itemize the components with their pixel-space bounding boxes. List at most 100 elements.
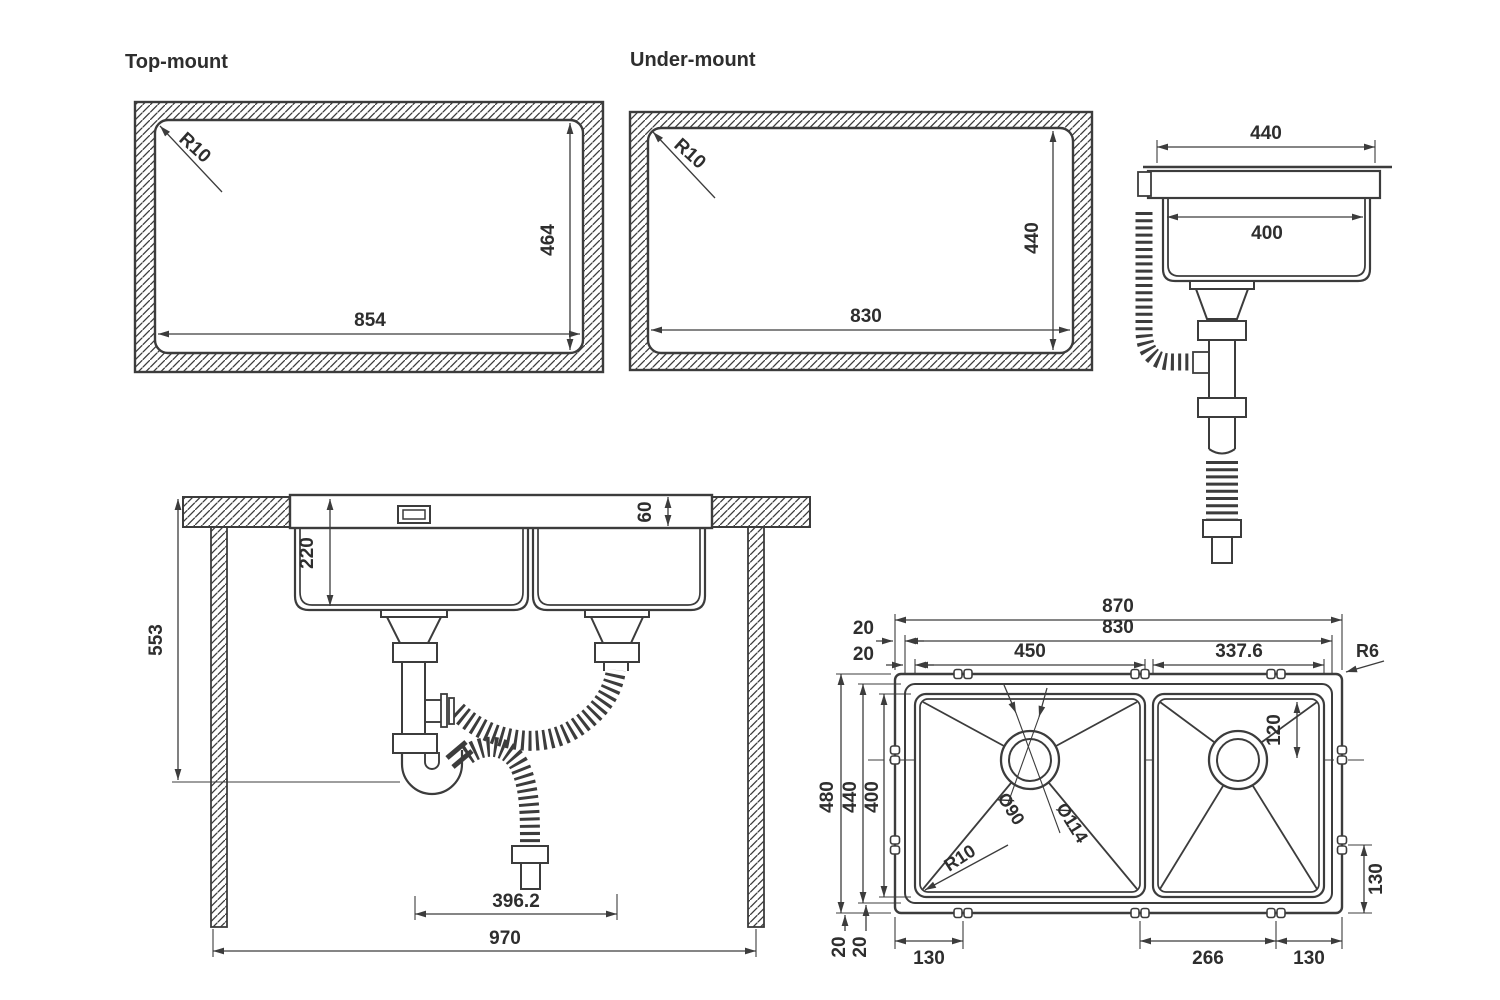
- section-right-bowl-hose: [450, 668, 626, 751]
- side-drain-collar-lower: [1197, 397, 1247, 418]
- plan-side-clip-dim: 130: [1366, 863, 1387, 895]
- topmount-view: Top-mount R10 464 854: [125, 51, 605, 374]
- topmount-height-dim: 464: [538, 224, 559, 256]
- plan-drain-offset-dim: 120: [1264, 714, 1285, 746]
- section-right-flange: [584, 609, 650, 618]
- side-overflow-fitting: [1137, 171, 1152, 197]
- plan-r6-leader: [1345, 660, 1385, 673]
- section-trap-outlet-flange-a: [445, 740, 468, 760]
- topmount-width-dim: 854: [354, 310, 386, 331]
- section-left-funnel: [386, 616, 442, 644]
- plan-flange-dia-leader: [1015, 712, 1061, 834]
- side-outlet-nut: [1202, 519, 1242, 538]
- section-rim: [288, 493, 714, 530]
- undermount-view: Under-mount R10 440 830: [628, 49, 1094, 372]
- undermount-radius-label: R10: [670, 134, 710, 173]
- side-drain-collar-upper: [1197, 320, 1247, 341]
- side-drain-flange: [1189, 280, 1255, 290]
- section-wall-left-hatch: [211, 527, 227, 927]
- section-outlet-hose: [461, 736, 540, 847]
- section-trap-outlet-flange-b: [451, 749, 474, 769]
- plan-clip-right-dim: 130: [1293, 948, 1325, 969]
- plan-right-bowl-diagonals: [1159, 701, 1318, 890]
- section-tee-flange-b: [448, 697, 455, 725]
- plan-rim-offset-b-dim: 20: [829, 936, 850, 957]
- plan-rim-inner: [904, 683, 1333, 904]
- side-drain-pipe-cap: [1208, 448, 1236, 455]
- plan-body-d-dim: 440: [840, 781, 861, 813]
- plan-left-bowl-dim: 450: [1014, 641, 1046, 662]
- section-right-collar: [594, 642, 640, 663]
- section-wall-right-hatch: [748, 527, 764, 927]
- plan-bowl-d-dim: 400: [862, 781, 883, 813]
- plan-rim-offset-dim: 20: [853, 618, 874, 639]
- section-bowl-depth-dim: 220: [297, 537, 318, 569]
- plan-drain-dia-leader: [1006, 716, 1040, 807]
- plan-view: 870 830 450 337.6 20 20 R6: [817, 596, 1387, 969]
- section-cab-dim: 970: [489, 928, 521, 949]
- side-drain-funnel: [1195, 288, 1249, 320]
- plan-body-w-dim: 830: [1102, 617, 1134, 638]
- plan-bowl-offset-dim: 20: [853, 644, 874, 665]
- section-left-collar-lower: [392, 733, 438, 754]
- section-overflow-slot-inner: [402, 509, 426, 520]
- undermount-height-dim: 440: [1022, 222, 1043, 254]
- side-overflow-connector: [1192, 351, 1210, 374]
- plan-left-drain-hole: [1008, 738, 1052, 782]
- section-outlet-pipe: [520, 862, 541, 890]
- undermount-cutout-opening: [646, 126, 1075, 355]
- plan-overall-w-dim: 870: [1102, 596, 1134, 617]
- side-bowl-dim: 400: [1251, 223, 1283, 244]
- topmount-radius-leader: [159, 125, 223, 193]
- section-rim-dim: 60: [635, 501, 656, 522]
- side-outlet-pipe: [1211, 536, 1233, 564]
- plan-flange-dia-arrow: [1003, 684, 1017, 714]
- side-bowl-inner: [1167, 198, 1366, 277]
- side-overall-dim: 440: [1250, 123, 1282, 144]
- section-right-funnel: [590, 616, 644, 644]
- topmount-title: Top-mount: [125, 51, 228, 73]
- section-left-bowl-inner: [299, 528, 524, 606]
- section-counter-left-hatch: [183, 497, 290, 527]
- section-outlet-nut: [511, 845, 549, 864]
- undermount-title: Under-mount: [630, 49, 756, 71]
- undermount-width-dim: 830: [850, 306, 882, 327]
- plan-right-bowl-inner: [1157, 698, 1320, 893]
- plan-left-bowl-diagonals: [922, 701, 1138, 890]
- plan-right-drain-hole: [1216, 738, 1260, 782]
- plan-clip-spacing-dim: 266: [1192, 948, 1224, 969]
- undermount-radius-leader: [652, 131, 716, 199]
- plan-drain-dia-arrow: [1038, 687, 1048, 718]
- section-left-flange: [380, 609, 448, 618]
- section-depth-dim: 553: [146, 624, 167, 656]
- side-bowl-outer: [1161, 198, 1372, 283]
- plan-right-bowl-outer: [1151, 692, 1326, 899]
- plan-r6-label: R6: [1356, 641, 1379, 661]
- section-trap-outer: [400, 750, 464, 796]
- side-rim: [1146, 169, 1382, 200]
- topmount-frame-outer: [133, 100, 605, 374]
- side-view: 440 400: [1135, 123, 1392, 564]
- section-right-bowl-inner: [537, 528, 701, 606]
- section-tee-flange-a: [440, 693, 448, 728]
- topmount-radius-label: R10: [175, 128, 215, 167]
- plan-bowl-offset-b-dim: 20: [850, 936, 871, 957]
- plan-clip-left-dim: 130: [913, 948, 945, 969]
- section-span-dim: 396.2: [492, 891, 540, 912]
- section-right-bowl-outer: [531, 528, 707, 612]
- section-wall-left: [210, 526, 228, 928]
- plan-left-bowl-outer: [913, 692, 1147, 899]
- plan-left-bowl-inner: [919, 698, 1141, 893]
- topmount-cutout-opening: [153, 118, 585, 355]
- undermount-frame-outer: [628, 110, 1094, 372]
- section-wall-right: [747, 526, 765, 928]
- side-overflow-hose: [1135, 212, 1193, 371]
- section-left-collar-upper: [392, 642, 438, 663]
- plan-overall-d-dim: 480: [817, 781, 838, 813]
- section-view: 60 220 553 396.2 970: [146, 493, 811, 957]
- section-counter-right-hatch: [712, 497, 810, 527]
- plan-right-bowl-dim: 337.6: [1215, 641, 1263, 662]
- section-trap-inner: [424, 752, 440, 770]
